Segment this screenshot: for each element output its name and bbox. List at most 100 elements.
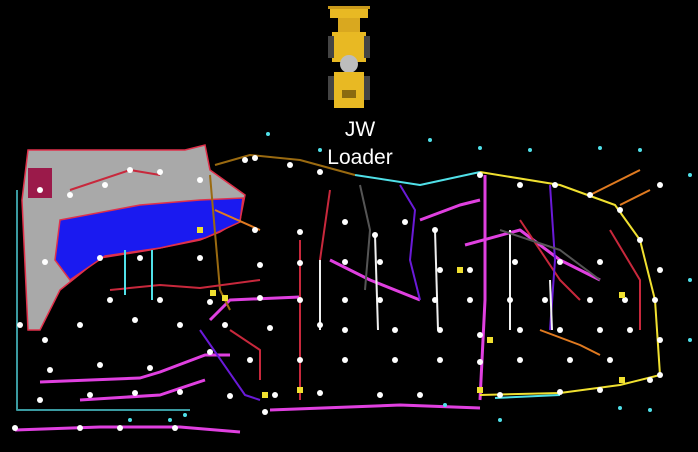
route-magenta[interactable] bbox=[79, 378, 206, 402]
stope-area-blue[interactable] bbox=[54, 197, 244, 282]
network-node[interactable] bbox=[392, 357, 398, 363]
stope-area-maroon[interactable] bbox=[28, 168, 52, 198]
route-orange[interactable] bbox=[619, 189, 651, 206]
route-magenta[interactable] bbox=[39, 353, 230, 384]
network-node[interactable] bbox=[207, 299, 213, 305]
network-node[interactable] bbox=[272, 392, 278, 398]
network-node[interactable] bbox=[37, 187, 43, 193]
network-node[interactable] bbox=[257, 295, 263, 301]
network-node[interactable] bbox=[252, 227, 258, 233]
yellow-marker[interactable] bbox=[619, 292, 625, 298]
yellow-marker[interactable] bbox=[457, 267, 463, 273]
network-node[interactable] bbox=[437, 267, 443, 273]
network-node[interactable] bbox=[147, 365, 153, 371]
network-node[interactable] bbox=[37, 397, 43, 403]
network-node[interactable] bbox=[402, 219, 408, 225]
network-node[interactable] bbox=[432, 227, 438, 233]
network-node[interactable] bbox=[647, 377, 653, 383]
network-node[interactable] bbox=[432, 297, 438, 303]
network-node[interactable] bbox=[197, 255, 203, 261]
route-magenta[interactable] bbox=[269, 403, 481, 412]
network-node[interactable] bbox=[252, 155, 258, 161]
network-node[interactable] bbox=[517, 327, 523, 333]
network-node[interactable] bbox=[597, 259, 603, 265]
network-node[interactable] bbox=[567, 357, 573, 363]
yellow-marker[interactable] bbox=[619, 377, 625, 383]
route-orange[interactable] bbox=[589, 169, 641, 196]
route-white[interactable] bbox=[374, 234, 379, 331]
route-orange[interactable] bbox=[539, 329, 601, 356]
cyan-marker[interactable] bbox=[638, 148, 642, 152]
network-node[interactable] bbox=[497, 392, 503, 398]
route-red[interactable] bbox=[109, 279, 261, 291]
route-red[interactable] bbox=[319, 189, 331, 330]
network-node[interactable] bbox=[517, 182, 523, 188]
network-node[interactable] bbox=[207, 349, 213, 355]
route-red[interactable] bbox=[229, 329, 261, 380]
route-brown[interactable] bbox=[209, 174, 231, 311]
network-node[interactable] bbox=[552, 182, 558, 188]
network-node[interactable] bbox=[652, 297, 658, 303]
route-purple[interactable] bbox=[199, 329, 261, 401]
network-node[interactable] bbox=[297, 357, 303, 363]
cyan-marker[interactable] bbox=[498, 418, 502, 422]
route-red[interactable] bbox=[519, 219, 581, 301]
yellow-marker[interactable] bbox=[477, 387, 483, 393]
network-node[interactable] bbox=[342, 297, 348, 303]
network-node[interactable] bbox=[657, 267, 663, 273]
network-node[interactable] bbox=[657, 182, 663, 188]
network-node[interactable] bbox=[177, 389, 183, 395]
network-node[interactable] bbox=[587, 297, 593, 303]
cyan-marker[interactable] bbox=[183, 413, 187, 417]
yellow-marker[interactable] bbox=[297, 387, 303, 393]
network-node[interactable] bbox=[132, 317, 138, 323]
route-magenta[interactable] bbox=[208, 295, 301, 322]
network-node[interactable] bbox=[297, 260, 303, 266]
network-node[interactable] bbox=[512, 259, 518, 265]
yellow-marker[interactable] bbox=[197, 227, 203, 233]
cyan-marker[interactable] bbox=[318, 148, 322, 152]
network-node[interactable] bbox=[227, 393, 233, 399]
network-node[interactable] bbox=[477, 172, 483, 178]
network-node[interactable] bbox=[557, 259, 563, 265]
network-node[interactable] bbox=[172, 425, 178, 431]
cyan-marker[interactable] bbox=[528, 148, 532, 152]
network-node[interactable] bbox=[637, 237, 643, 243]
network-node[interactable] bbox=[377, 392, 383, 398]
network-node[interactable] bbox=[342, 259, 348, 265]
route-red[interactable] bbox=[609, 229, 641, 330]
network-node[interactable] bbox=[132, 390, 138, 396]
cyan-marker[interactable] bbox=[443, 403, 447, 407]
yellow-marker[interactable] bbox=[487, 337, 493, 343]
network-node[interactable] bbox=[517, 357, 523, 363]
network-node[interactable] bbox=[297, 229, 303, 235]
network-node[interactable] bbox=[247, 357, 253, 363]
route-magenta[interactable] bbox=[14, 425, 241, 434]
network-node[interactable] bbox=[342, 357, 348, 363]
network-node[interactable] bbox=[392, 327, 398, 333]
network-node[interactable] bbox=[222, 322, 228, 328]
network-node[interactable] bbox=[87, 392, 93, 398]
network-node[interactable] bbox=[377, 297, 383, 303]
cyan-marker[interactable] bbox=[598, 146, 602, 150]
route-white[interactable] bbox=[549, 279, 553, 331]
network-node[interactable] bbox=[42, 337, 48, 343]
network-node[interactable] bbox=[542, 297, 548, 303]
network-node[interactable] bbox=[42, 259, 48, 265]
cyan-marker[interactable] bbox=[266, 132, 270, 136]
network-node[interactable] bbox=[317, 390, 323, 396]
network-node[interactable] bbox=[437, 327, 443, 333]
network-node[interactable] bbox=[467, 267, 473, 273]
yellow-marker[interactable] bbox=[222, 295, 228, 301]
network-node[interactable] bbox=[17, 322, 23, 328]
network-node[interactable] bbox=[607, 357, 613, 363]
yellow-marker[interactable] bbox=[262, 392, 268, 398]
network-node[interactable] bbox=[157, 169, 163, 175]
network-node[interactable] bbox=[97, 362, 103, 368]
network-node[interactable] bbox=[617, 207, 623, 213]
route-magenta[interactable] bbox=[478, 175, 487, 401]
network-node[interactable] bbox=[657, 337, 663, 343]
network-node[interactable] bbox=[297, 297, 303, 303]
network-node[interactable] bbox=[242, 157, 248, 163]
